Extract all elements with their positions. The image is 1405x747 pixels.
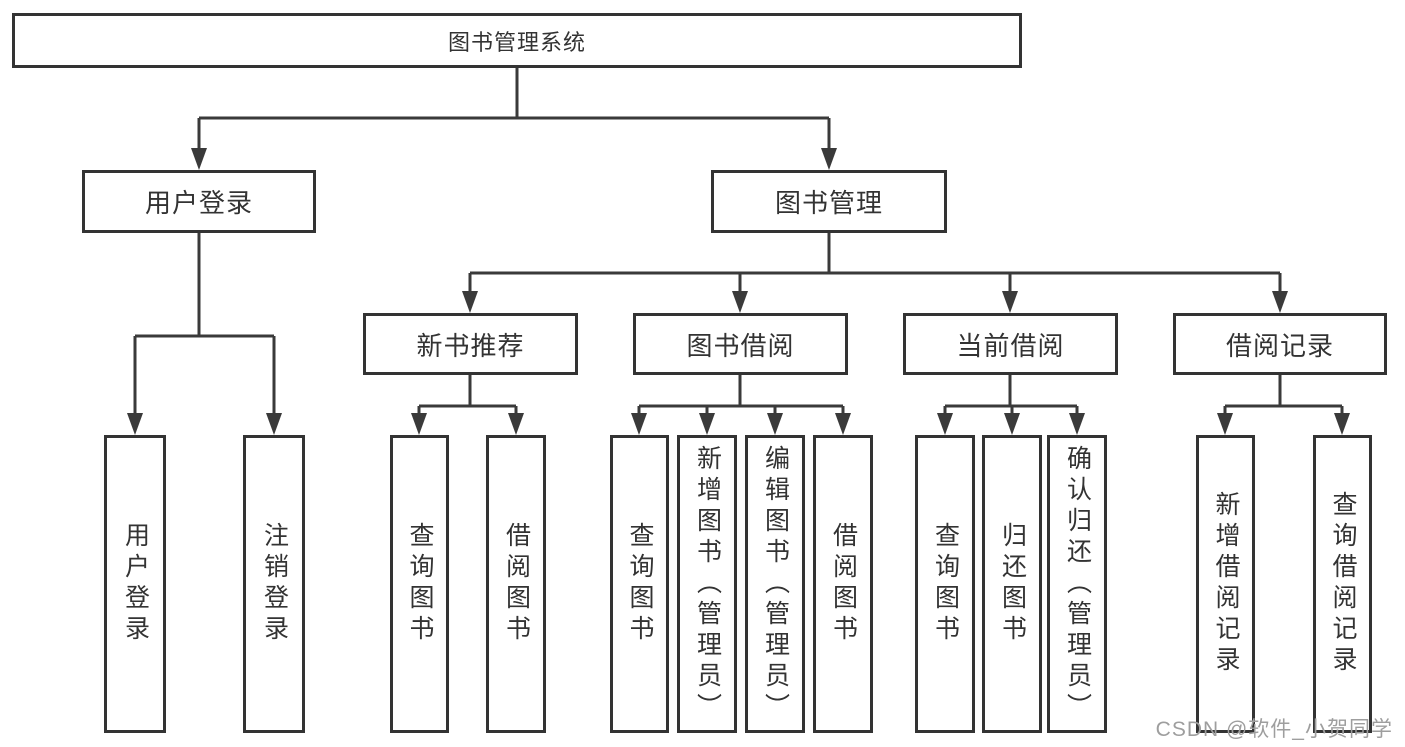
leaf-return-books: 归还图书 [982, 435, 1042, 733]
leaf-add-books-admin: 新增图书（管理员） [677, 435, 737, 733]
leaf-logout: 注销登录 [243, 435, 305, 733]
arrowheads [127, 148, 1350, 435]
node-book-management: 图书管理 [711, 170, 947, 233]
node-new-book-recommend: 新书推荐 [363, 313, 578, 375]
leaf-user-login: 用户登录 [104, 435, 166, 733]
node-user-login: 用户登录 [82, 170, 316, 233]
leaf-add-borrow-record: 新增借阅记录 [1196, 435, 1255, 733]
leaf-borrow-books-recommend: 借阅图书 [486, 435, 546, 733]
node-root: 图书管理系统 [12, 13, 1022, 68]
connector-lines [133, 68, 1344, 417]
leaf-query-books-current: 查询图书 [915, 435, 975, 733]
csdn-watermark: CSDN @软件_小贺同学 [1155, 718, 1393, 741]
leaf-edit-books-admin: 编辑图书（管理员） [745, 435, 805, 733]
leaf-query-books-recommend: 查询图书 [390, 435, 449, 733]
leaf-query-borrow-record: 查询借阅记录 [1313, 435, 1372, 733]
node-borrowing-records: 借阅记录 [1173, 313, 1387, 375]
node-current-borrowing: 当前借阅 [903, 313, 1118, 375]
leaf-query-books-borrowing: 查询图书 [610, 435, 669, 733]
node-book-borrowing: 图书借阅 [633, 313, 848, 375]
leaf-borrow-books-borrowing: 借阅图书 [813, 435, 873, 733]
leaf-confirm-return-admin: 确认归还（管理员） [1047, 435, 1107, 733]
